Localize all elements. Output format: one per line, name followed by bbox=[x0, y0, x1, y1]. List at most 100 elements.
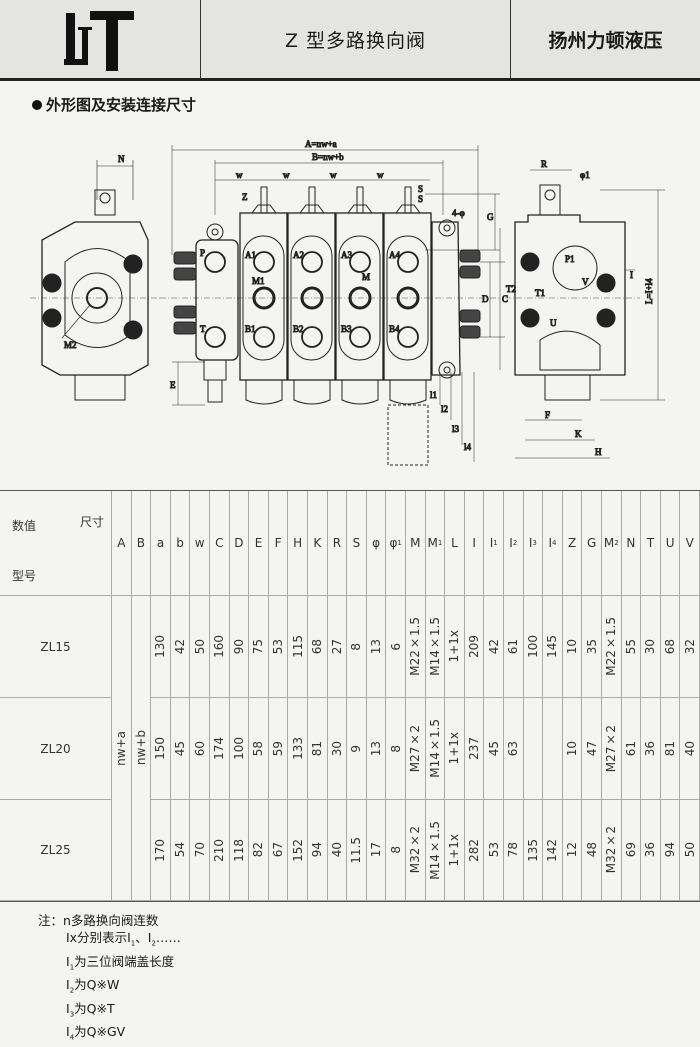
dim-l3-label: l3 bbox=[452, 424, 460, 434]
column-header-label: R bbox=[332, 536, 342, 550]
column-header-subscript: 3 bbox=[532, 539, 537, 547]
cell-value: 63 bbox=[506, 740, 521, 757]
port-T-label: T bbox=[200, 324, 206, 334]
table-cell: 1+1x bbox=[445, 698, 465, 800]
cell-value: 36 bbox=[643, 842, 658, 858]
company-name: 扬州力顿液压 bbox=[548, 29, 663, 52]
cell-value: M32×2 bbox=[604, 826, 619, 874]
table-cell: 68 bbox=[308, 596, 328, 698]
cell-value: 58 bbox=[251, 740, 266, 757]
table-cell: 81 bbox=[308, 698, 328, 800]
cell-value: 209 bbox=[467, 635, 482, 658]
column-header-label: D bbox=[234, 536, 244, 550]
dim-K-label: K bbox=[575, 429, 582, 439]
table-cell: 59 bbox=[268, 698, 289, 800]
table-cell: M27×2 bbox=[602, 698, 622, 800]
note-text: I bbox=[66, 1000, 70, 1016]
section-title-text: 外形图及安装连接尺寸 bbox=[46, 96, 197, 114]
column-header: G bbox=[582, 491, 602, 596]
cell-value: 68 bbox=[663, 638, 678, 655]
column-header-subscript: 2 bbox=[614, 539, 619, 547]
table-cell: 40 bbox=[680, 698, 700, 800]
section-title: 外形图及安装连接尺寸 bbox=[32, 94, 196, 115]
dim-w-label: w bbox=[330, 170, 337, 180]
logo-icon bbox=[64, 11, 134, 71]
cell-value: 50 bbox=[192, 638, 207, 655]
table-cell: 174 bbox=[210, 698, 230, 800]
cell-value: M14×1.5 bbox=[427, 820, 442, 880]
cell-value: 27 bbox=[329, 638, 344, 655]
table-cell bbox=[523, 698, 544, 800]
spool-section-1: A1 B1 M1 bbox=[239, 186, 288, 405]
table-cell: 75 bbox=[249, 596, 269, 698]
cell-value: 35 bbox=[584, 638, 599, 655]
table-cell: 27 bbox=[327, 596, 348, 698]
model-cell: ZL25 bbox=[0, 800, 112, 901]
cell-value: 69 bbox=[623, 842, 638, 858]
table-cell: 13 bbox=[366, 698, 387, 800]
dim-H-label: H bbox=[595, 447, 602, 457]
note-line: I3为Q※T bbox=[38, 1000, 181, 1024]
column-header-label: H bbox=[293, 536, 303, 550]
column-header-label: S bbox=[352, 536, 361, 550]
table-cell: 61 bbox=[621, 698, 642, 800]
table-cell: 100 bbox=[229, 698, 250, 800]
cell-value: 133 bbox=[290, 737, 305, 760]
column-header: S bbox=[347, 491, 367, 596]
table-cell: 30 bbox=[641, 596, 661, 698]
dim-N-label: N bbox=[118, 154, 125, 164]
cell-value: 174 bbox=[212, 737, 227, 760]
cell-value: 1+1x bbox=[447, 833, 462, 867]
column-header: V bbox=[680, 491, 700, 596]
note-text: Ix分别表示I bbox=[66, 930, 131, 945]
column-header-label: K bbox=[313, 536, 322, 550]
cell-value: M14×1.5 bbox=[427, 719, 442, 778]
column-header: b bbox=[170, 491, 191, 596]
table-cell bbox=[543, 698, 563, 800]
cell-value: 42 bbox=[173, 638, 188, 655]
table-cell: 63 bbox=[504, 698, 524, 800]
column-header: L bbox=[445, 491, 465, 596]
cell-value: 13 bbox=[369, 638, 384, 655]
column-header: φ bbox=[366, 491, 387, 596]
table-cell: 11.5 bbox=[347, 800, 367, 901]
front-view: A=nw+a B=nw+b w w w w Z S S G P T E A1 bbox=[160, 139, 509, 466]
column-header-label: I bbox=[509, 536, 513, 550]
column-header-label: I bbox=[548, 536, 553, 550]
column-header-label: I bbox=[472, 536, 476, 550]
column-header-subscript: 4 bbox=[552, 539, 557, 547]
dim-G-label: G bbox=[487, 212, 494, 222]
table-cell: 53 bbox=[268, 596, 289, 698]
column-header-label: F bbox=[274, 536, 282, 550]
table-cell: 237 bbox=[464, 698, 485, 800]
note-line: I2为Q※W bbox=[38, 976, 181, 1000]
cell-value: M27×2 bbox=[604, 724, 619, 773]
cell-value: 40 bbox=[329, 842, 344, 858]
table-cell: 67 bbox=[268, 800, 289, 901]
cell-value: 60 bbox=[192, 740, 207, 757]
shared-formula-B: nw+b bbox=[131, 596, 152, 901]
table-cell: 6 bbox=[386, 596, 406, 698]
note-text: 2 bbox=[69, 986, 75, 995]
formula-B: nw+b bbox=[133, 730, 148, 766]
table-cell: 130 bbox=[151, 596, 171, 698]
column-header: H bbox=[288, 491, 308, 596]
column-header: a bbox=[151, 491, 171, 596]
cell-value: 53 bbox=[271, 638, 286, 655]
cell-value: 78 bbox=[506, 842, 521, 858]
table-cell: 209 bbox=[464, 596, 485, 698]
column-header-label: Z bbox=[567, 536, 577, 550]
table-cell: 45 bbox=[170, 698, 191, 800]
cell-value: 17 bbox=[369, 842, 384, 858]
column-header: N bbox=[621, 491, 642, 596]
table-cell: M32×2 bbox=[602, 800, 622, 901]
valve-outline-drawing: N M2 A=nw+a B=nw+b w w w w Z S S G P T bbox=[30, 139, 665, 466]
table-cell: 69 bbox=[621, 800, 642, 901]
cell-value: 70 bbox=[192, 842, 207, 858]
table-cell: 12 bbox=[562, 800, 583, 901]
table-cell: 36 bbox=[641, 800, 661, 901]
dim-E-label: E bbox=[170, 380, 176, 390]
cell-value: 90 bbox=[231, 638, 246, 655]
table-cell: 10 bbox=[562, 698, 583, 800]
